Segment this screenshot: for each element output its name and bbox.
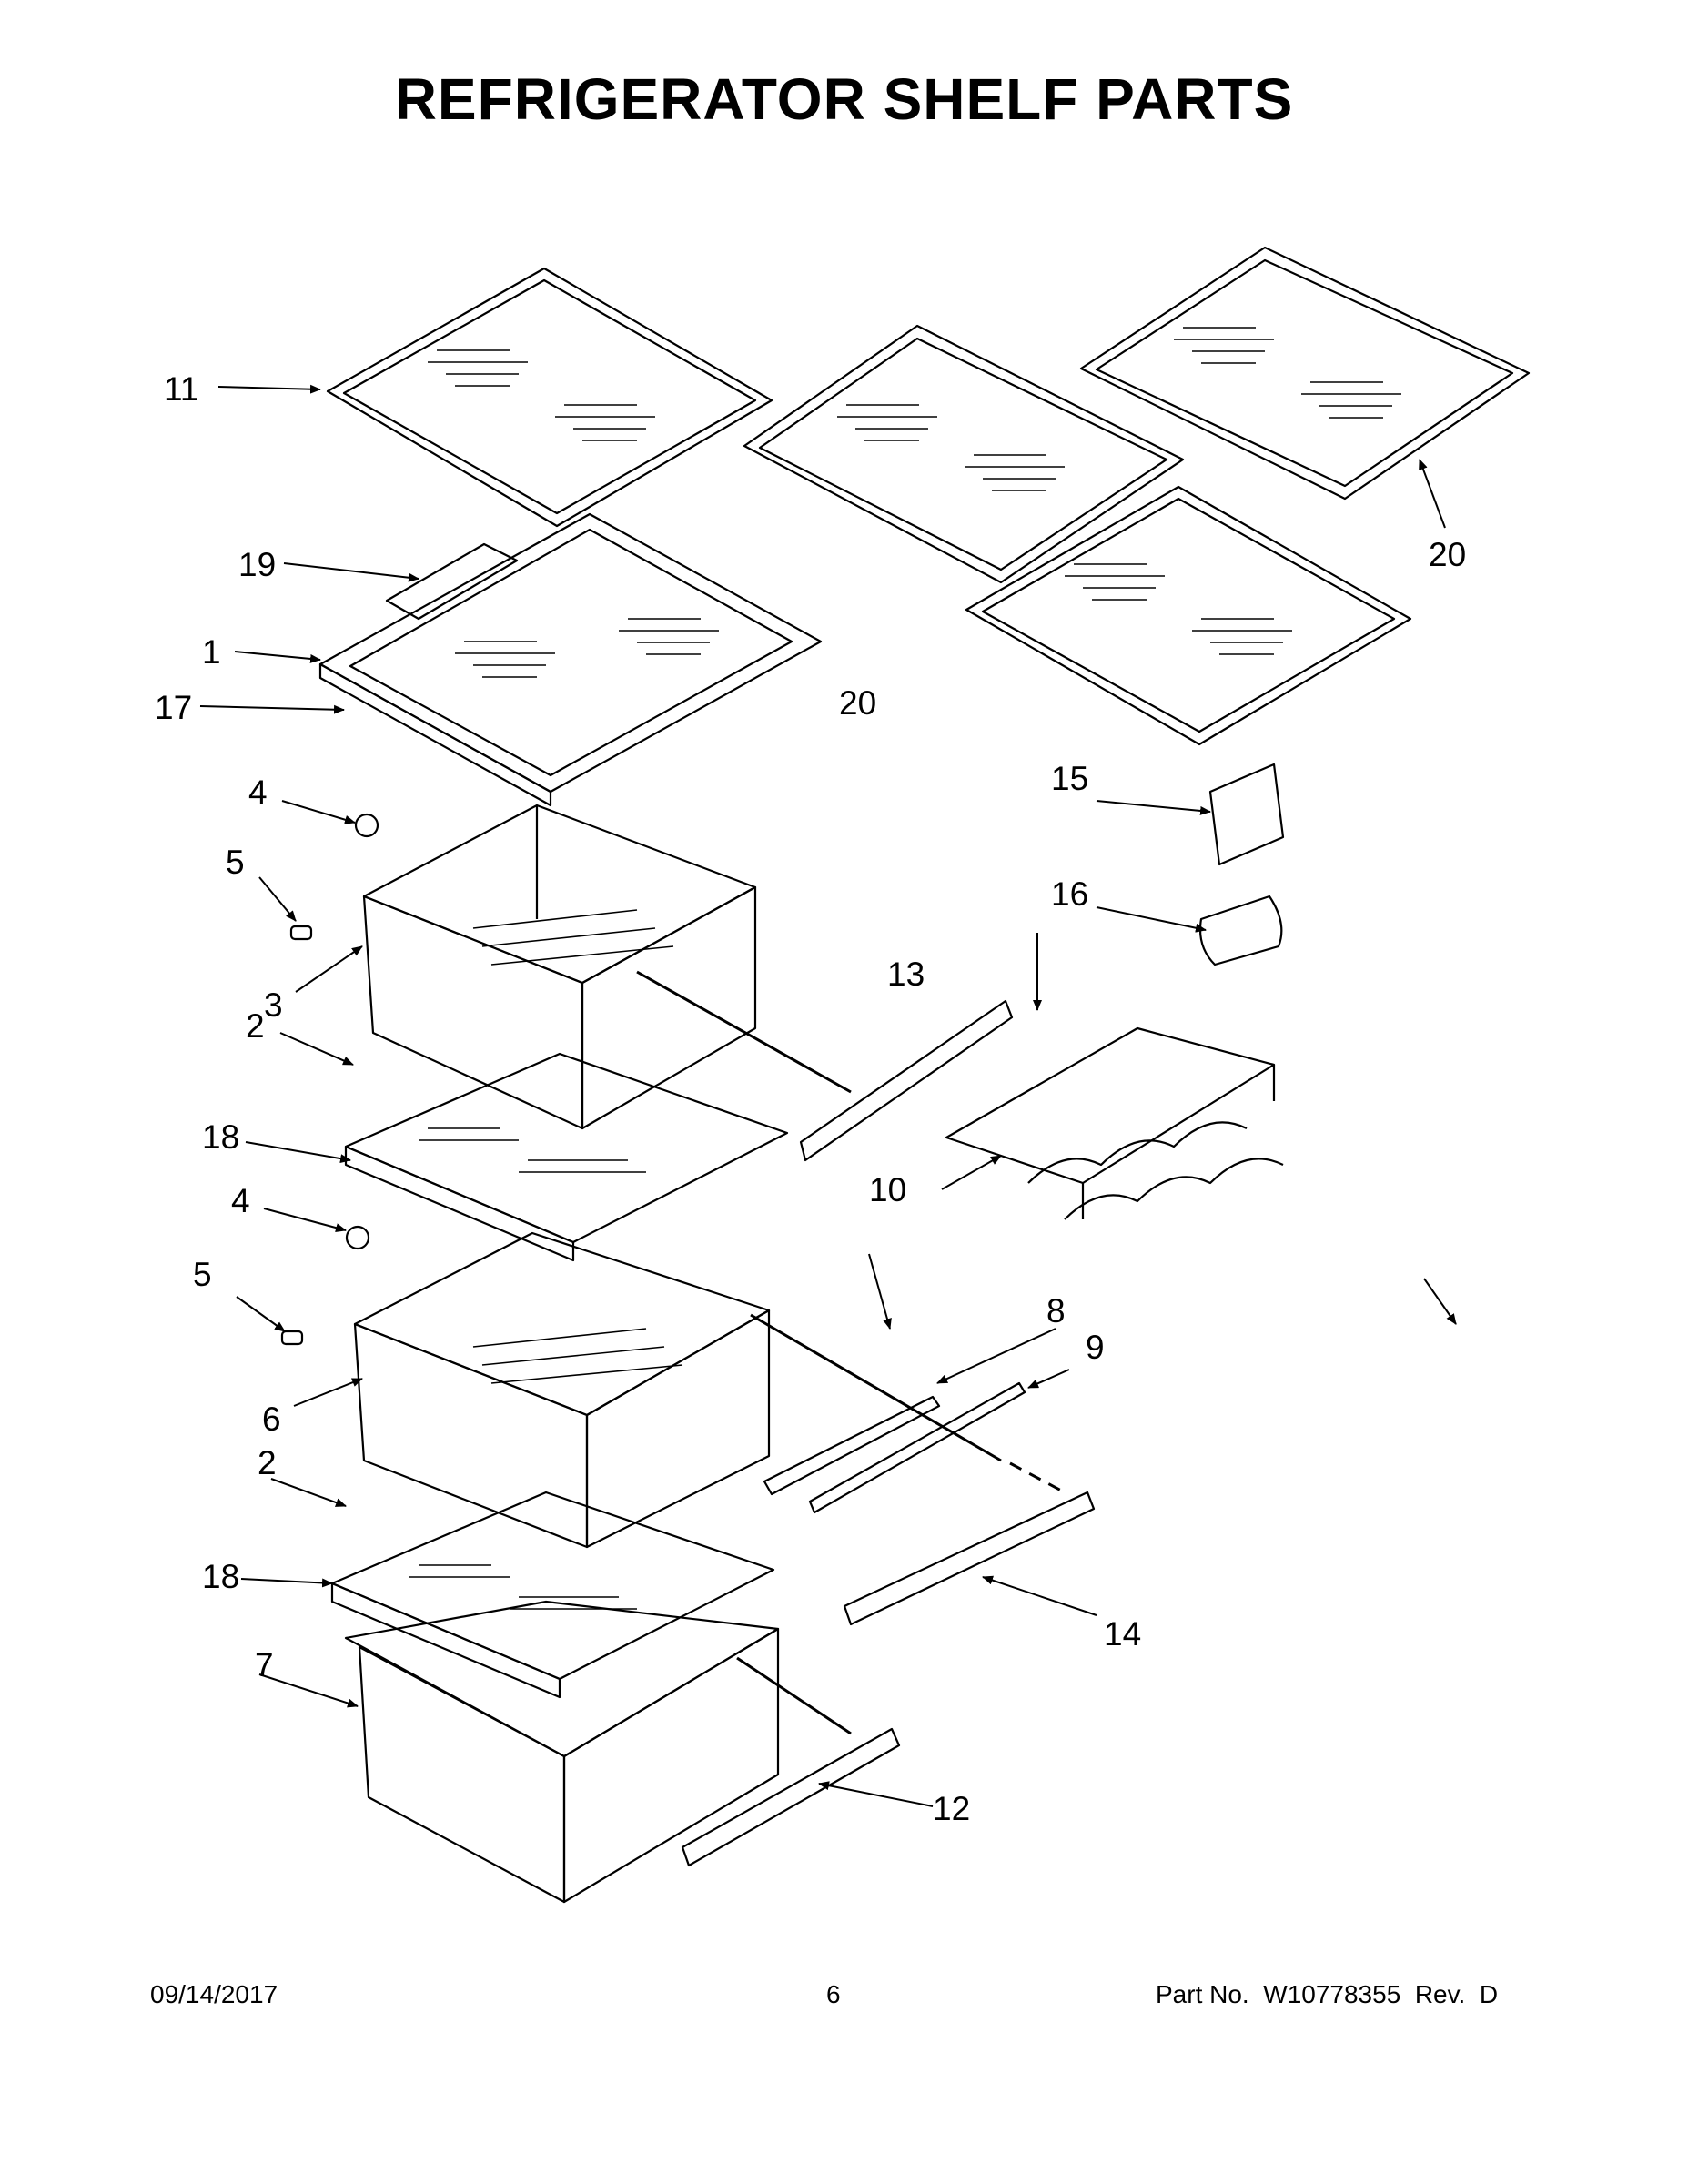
callout-20a: 20 — [1429, 536, 1466, 573]
roller-4a — [354, 813, 379, 838]
callout-13: 13 — [887, 956, 925, 993]
callout-2b: 2 — [258, 1444, 277, 1481]
rail-14 — [843, 1491, 1096, 1626]
callout-10: 10 — [869, 1171, 906, 1208]
callout-labels: 11 19 1 17 4 5 3 2 18 4 5 6 2 18 7 20 20… — [155, 370, 1466, 1827]
rail-12 — [681, 1727, 901, 1867]
callout-19: 19 — [238, 546, 276, 583]
slide-8 — [763, 1395, 941, 1496]
callout-16: 16 — [1051, 875, 1088, 913]
crisper-drawer-6 — [353, 1231, 771, 1549]
page-title: REFRIGERATOR SHELF PARTS — [394, 66, 1294, 132]
footer-date: 09/14/2017 — [150, 1980, 278, 2008]
callout-1: 1 — [202, 633, 221, 671]
utility-bin-16 — [1198, 895, 1283, 966]
pin-5a — [289, 925, 313, 941]
slide-9 — [808, 1381, 1026, 1514]
wine-rack-10 — [945, 1026, 1284, 1220]
callout-6: 6 — [262, 1400, 281, 1438]
roller-4b — [345, 1225, 370, 1250]
crisper-drawer-3 — [362, 804, 757, 1130]
callout-2a: 2 — [246, 1007, 265, 1045]
callout-3: 3 — [264, 986, 283, 1024]
callout-18a: 18 — [202, 1118, 239, 1156]
glass-shelf-20a — [743, 324, 1185, 584]
callout-7: 7 — [255, 1646, 274, 1684]
callout-15: 15 — [1051, 760, 1088, 797]
callout-4b: 4 — [231, 1182, 250, 1219]
shelf-clip-19 — [385, 542, 519, 621]
glass-shelf-20c — [965, 485, 1412, 746]
glass-shelf-11 — [326, 267, 773, 528]
callout-12: 12 — [933, 1790, 970, 1827]
glass-shelf-1 — [318, 512, 823, 807]
callout-4a: 4 — [248, 774, 268, 811]
glass-shelf-20b — [1079, 246, 1531, 500]
callout-5a: 5 — [226, 844, 245, 881]
callout-14: 14 — [1104, 1615, 1141, 1653]
footer-part-number: Part No. W10778355 Rev. D — [1156, 1980, 1499, 2008]
pin-5b — [280, 1330, 304, 1346]
callout-11: 11 — [164, 370, 198, 408]
footer-page-number: 6 — [826, 1980, 841, 2008]
callout-17: 17 — [155, 689, 192, 726]
callout-8: 8 — [1046, 1292, 1066, 1330]
crisper-cover-2a — [344, 1052, 789, 1262]
deli-drawer-7 — [344, 1600, 780, 1904]
callout-20b: 20 — [839, 684, 876, 722]
crisper-cover-2b — [330, 1491, 775, 1699]
callout-18b: 18 — [202, 1558, 239, 1595]
callout-5b: 5 — [193, 1256, 212, 1293]
crisper-control-15 — [1208, 763, 1285, 866]
callout-9: 9 — [1086, 1329, 1105, 1366]
rail-13 — [799, 999, 1014, 1162]
